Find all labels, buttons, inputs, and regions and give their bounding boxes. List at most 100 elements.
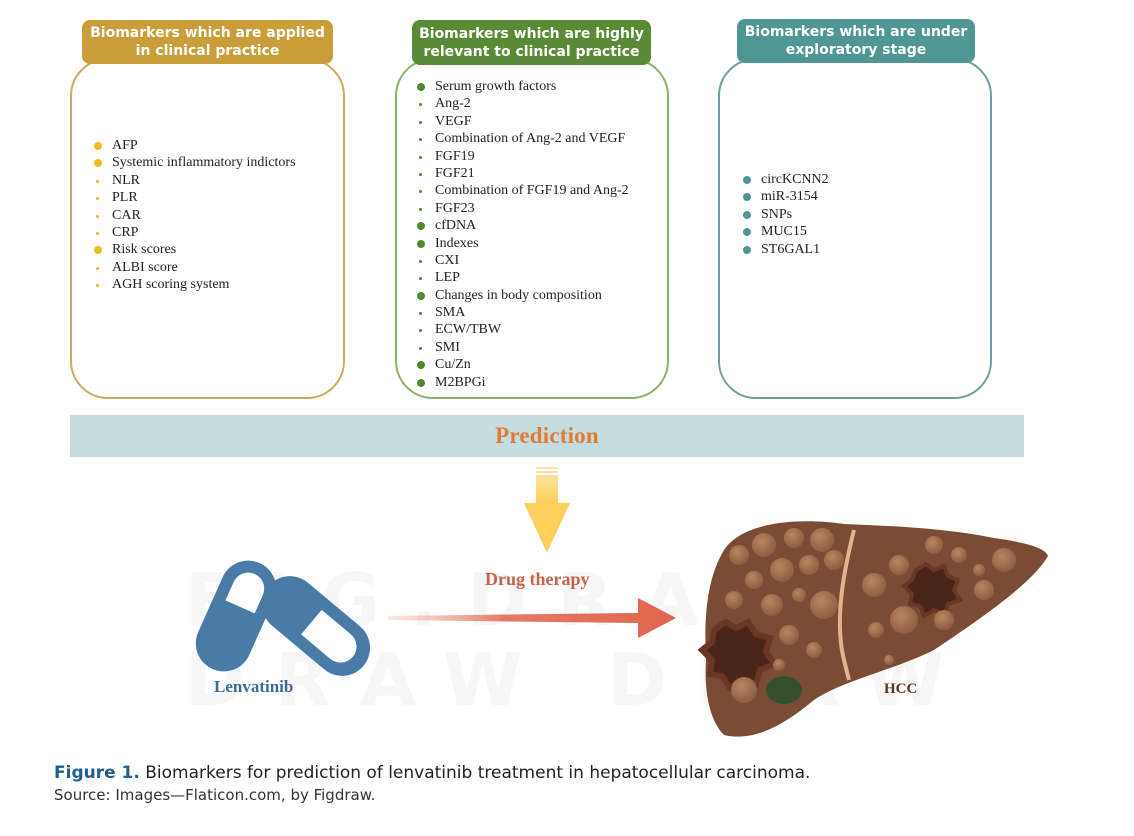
bullet-icon (419, 277, 422, 281)
biomarker-label: ALBI score (112, 259, 178, 275)
bullet-icon (417, 361, 425, 370)
biomarker-subitem: SMI (414, 339, 629, 356)
biomarker-subitem: FGF21 (414, 165, 629, 182)
biomarker-subitem: PLR (91, 189, 296, 206)
biomarker-label: SMA (435, 305, 466, 321)
bullet-icon (419, 138, 422, 142)
biomarker-label: cfDNA (435, 218, 477, 234)
bullet-icon (419, 103, 422, 107)
prediction-label: Prediction (495, 423, 599, 448)
hcc-label: HCC (884, 681, 918, 697)
bullet-icon (94, 246, 102, 255)
biomarker-item: miR-3154 (740, 188, 829, 205)
bullet-icon (419, 207, 422, 211)
biomarker-item: AFP (91, 137, 296, 154)
biomarker-label: LEP (435, 270, 460, 286)
biomarker-label: Serum growth factors (435, 79, 557, 94)
capsule-left (195, 560, 277, 672)
figure-caption: Figure 1. Biomarkers for prediction of l… (54, 763, 810, 804)
biomarker-label: Systemic inflammatory indictors (112, 155, 296, 171)
biomarker-label: CAR (112, 207, 141, 223)
biomarker-subitem: LEP (414, 269, 629, 286)
bullet-icon (96, 231, 99, 235)
bullet-icon (417, 378, 425, 387)
panel-clinical-practice (70, 58, 345, 399)
caption-text: Biomarkers for prediction of lenvatinib … (139, 763, 811, 783)
bullet-icon (419, 155, 422, 159)
bullet-icon (419, 259, 422, 263)
biomarker-item: ST6GAL1 (740, 241, 829, 258)
biomarker-subitem: ALBI score (91, 259, 296, 276)
biomarker-item: Indexes (414, 235, 629, 252)
bullet-icon (96, 214, 99, 218)
biomarker-item: MUC15 (740, 223, 829, 240)
biomarker-subitem: FGF19 (414, 148, 629, 165)
biomarker-label: FGF21 (435, 165, 475, 181)
biomarker-label: Indexes (435, 235, 479, 251)
biomarker-label: VEGF (435, 113, 472, 129)
biomarker-label: SNPs (761, 206, 793, 222)
bullet-icon (417, 83, 425, 91)
bullet-icon (417, 239, 425, 248)
bullet-icon (96, 197, 99, 201)
biomarker-label: SMI (435, 339, 460, 355)
biomarker-item: M2BPGi (414, 374, 629, 391)
biomarker-item: cfDNA (414, 217, 629, 234)
bullet-icon (743, 228, 751, 237)
bullet-icon (743, 176, 751, 184)
biomarker-label: circKCNN2 (761, 172, 829, 187)
biomarker-subitem: ECW/TBW (414, 321, 629, 338)
bullet-icon (419, 312, 422, 316)
biomarker-subitem: CXI (414, 252, 629, 269)
capsule-pills-icon (195, 560, 371, 676)
biomarker-label: CXI (435, 252, 460, 268)
caption-title: Figure 1. Biomarkers for prediction of l… (54, 763, 810, 783)
biomarker-subitem: SMA (414, 304, 629, 321)
biomarker-label: FGF23 (435, 200, 475, 216)
right-arrow-icon (388, 598, 676, 638)
bullet-icon (743, 210, 751, 219)
biomarker-label: miR-3154 (761, 189, 818, 205)
panel-clinical-practice-header: Biomarkers which are applied in clinical… (82, 20, 333, 64)
bullet-icon (743, 245, 751, 254)
biomarker-label: AGH scoring system (112, 277, 230, 293)
biomarker-label: AFP (112, 138, 138, 153)
biomarker-label: M2BPGi (435, 374, 486, 390)
bullet-icon (96, 179, 99, 183)
drug-therapy-label: Drug therapy (485, 569, 590, 589)
capsule-right (261, 576, 371, 676)
down-arrow-icon (524, 467, 570, 553)
bullet-icon (417, 222, 425, 231)
bullet-icon (96, 284, 99, 288)
panel-exploratory (718, 58, 992, 399)
biomarker-subitem: Ang-2 (414, 95, 629, 112)
biomarker-label: ST6GAL1 (761, 241, 821, 257)
bullet-icon (419, 190, 422, 194)
bullet-icon (419, 346, 422, 350)
bullet-icon (743, 193, 751, 202)
biomarker-label: ECW/TBW (435, 322, 502, 338)
biomarker-subitem: Combination of FGF19 and Ang-2 (414, 182, 629, 199)
biomarker-subitem: AGH scoring system (91, 276, 296, 293)
caption-source: Source: Images—Flaticon.com, by Figdraw. (54, 786, 376, 804)
biomarker-label: NLR (112, 172, 140, 188)
prediction-banner: Prediction (70, 415, 1024, 457)
biomarker-item: Serum growth factors (414, 78, 629, 95)
bullet-icon (96, 266, 99, 270)
biomarker-label: Ang-2 (435, 96, 471, 112)
bullet-icon (94, 142, 102, 150)
biomarker-subitem: VEGF (414, 113, 629, 130)
biomarker-label: CRP (112, 224, 139, 240)
panel-highly-relevant (395, 58, 669, 399)
biomarker-label: Changes in body composition (435, 287, 602, 303)
lenvatinib-label: Lenvatinib (214, 677, 294, 696)
bullet-icon (94, 159, 102, 168)
biomarker-label: Cu/Zn (435, 357, 471, 373)
biomarker-subitem: FGF23 (414, 200, 629, 217)
biomarker-item: SNPs (740, 206, 829, 223)
biomarker-item: Systemic inflammatory indictors (91, 154, 296, 171)
biomarker-subitem: CAR (91, 207, 296, 224)
